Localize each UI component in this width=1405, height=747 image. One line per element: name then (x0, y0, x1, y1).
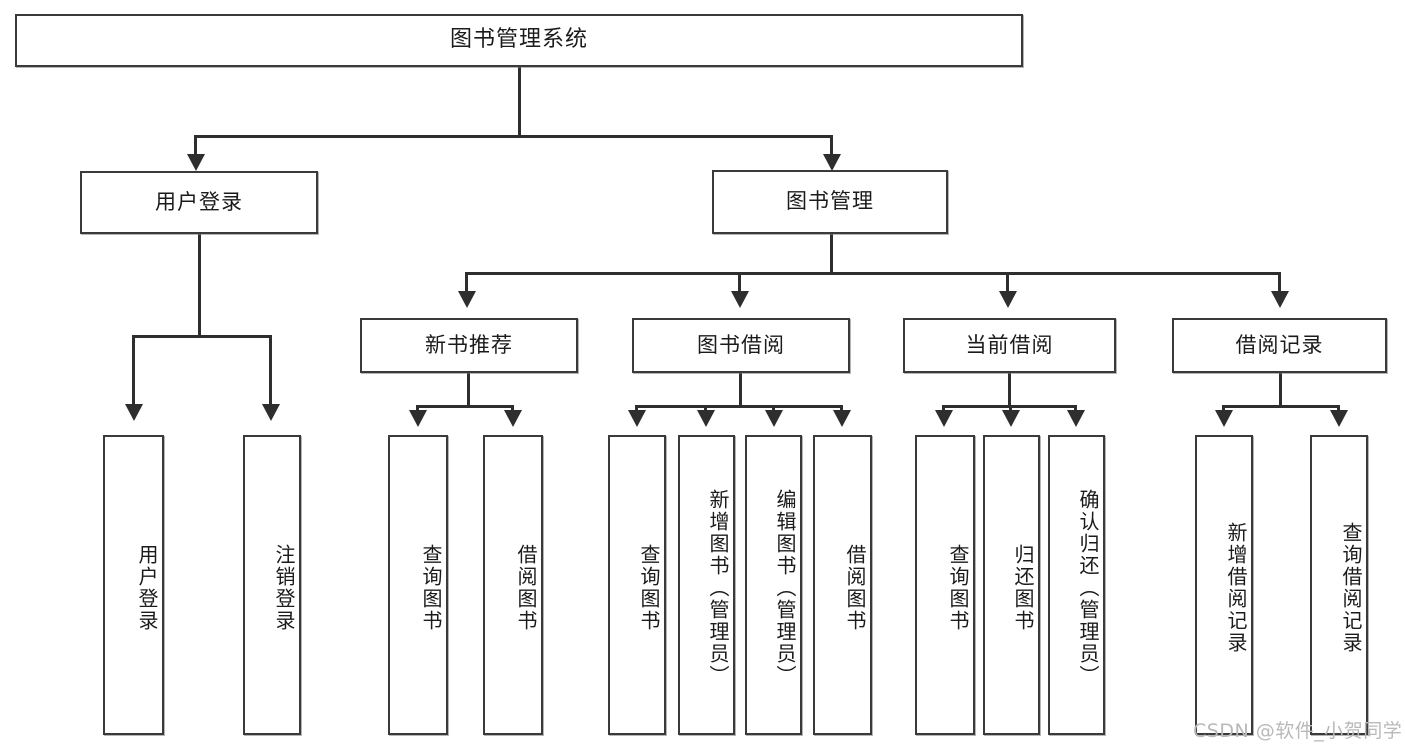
connector-new-book-recommend-stem (467, 373, 470, 407)
arrow-root-to-book-manage (823, 154, 841, 171)
connector-cb-branch-3 (1074, 405, 1077, 412)
leaf-label: 查询图书 (419, 544, 443, 632)
csdn-watermark: CSDN @软件_小贺同学 (1193, 720, 1403, 742)
node-leaf-user-logout[interactable]: 注销登录 (243, 435, 301, 735)
node-leaf-add-record[interactable]: 新增借阅记录 (1195, 435, 1253, 735)
arrow-bb-leaf-1 (628, 410, 646, 427)
connector-book-manage-stem (830, 234, 833, 274)
connector-bb-branch-2 (704, 405, 707, 412)
arrow-bb-leaf-2 (697, 410, 715, 427)
arrow-cb-leaf-2 (1002, 410, 1020, 427)
arrow-bb-leaf-4 (833, 410, 851, 427)
connector-book-manage-branch-1 (465, 272, 468, 294)
node-leaf-borrow-book-1[interactable]: 借阅图书 (483, 435, 543, 735)
connector-book-manage-branch-2 (738, 272, 741, 294)
leaf-label: 借阅图书 (843, 544, 867, 632)
connector-user-login-bus (132, 335, 271, 338)
leaf-label: 查询图书 (637, 544, 661, 632)
connector-cb-branch-2 (1009, 405, 1012, 412)
leaf-label: 查询借阅记录 (1339, 522, 1363, 654)
connector-user-login-stem (198, 234, 201, 335)
node-leaf-return-book[interactable]: 归还图书 (983, 435, 1040, 735)
leaf-label: 编辑图书（管理员） (773, 489, 797, 687)
connector-nbr-branch-2 (511, 405, 514, 412)
node-leaf-edit-book[interactable]: 编辑图书（管理员） (745, 435, 802, 735)
connector-br-branch-2 (1337, 405, 1340, 412)
connector-root-stem (518, 67, 521, 135)
connector-current-borrow-stem (1008, 373, 1011, 407)
connector-root-to-book-manage (830, 135, 833, 160)
leaf-label: 新增图书（管理员） (706, 489, 730, 687)
arrow-book-manage-to-current-borrow (999, 291, 1017, 308)
connector-bb-branch-1 (635, 405, 638, 412)
arrow-root-to-user-login (187, 154, 205, 171)
arrow-cb-leaf-3 (1067, 410, 1085, 427)
connector-bb-branch-4 (840, 405, 843, 412)
connector-user-login-branch-2 (269, 335, 272, 407)
leaf-label: 借阅图书 (514, 544, 538, 632)
connector-cb-branch-1 (942, 405, 945, 412)
leaf-label: 归还图书 (1011, 544, 1035, 632)
connector-book-manage-bus (465, 272, 1281, 275)
connector-root-bus (194, 135, 833, 138)
arrow-br-leaf-1 (1215, 410, 1233, 427)
leaf-label: 确认归还（管理员） (1076, 489, 1100, 687)
leaf-label: 新增借阅记录 (1224, 522, 1248, 654)
arrow-nbr-leaf-1 (409, 410, 427, 427)
node-leaf-confirm-return[interactable]: 确认归还（管理员） (1048, 435, 1105, 735)
arrow-book-manage-to-borrow-record (1271, 291, 1289, 308)
connector-br-branch-1 (1222, 405, 1225, 412)
node-leaf-user-login[interactable]: 用户登录 (103, 435, 164, 735)
node-borrow-record[interactable]: 借阅记录 (1172, 318, 1387, 373)
connector-bb-branch-3 (772, 405, 775, 412)
node-leaf-borrow-book-2[interactable]: 借阅图书 (813, 435, 872, 735)
arrow-nbr-leaf-2 (504, 410, 522, 427)
connector-book-manage-branch-4 (1278, 272, 1281, 294)
arrow-user-login-leaf-2 (262, 404, 280, 421)
connector-borrow-record-stem (1279, 373, 1282, 407)
leaf-label: 用户登录 (135, 544, 159, 632)
connector-book-borrow-stem (739, 373, 742, 407)
connector-new-book-recommend-bus (416, 405, 514, 408)
connector-root-to-user-login (194, 135, 197, 160)
node-book-manage[interactable]: 图书管理 (712, 170, 948, 234)
node-new-book-recommend[interactable]: 新书推荐 (360, 318, 578, 373)
arrow-bb-leaf-3 (765, 410, 783, 427)
node-leaf-query-record[interactable]: 查询借阅记录 (1310, 435, 1368, 735)
connector-borrow-record-bus (1222, 405, 1340, 408)
connector-book-manage-branch-3 (1006, 272, 1009, 294)
arrow-cb-leaf-1 (935, 410, 953, 427)
arrow-user-login-leaf-1 (125, 404, 143, 421)
node-leaf-query-book-2[interactable]: 查询图书 (608, 435, 666, 735)
connector-book-borrow-bus (635, 405, 843, 408)
connector-nbr-branch-1 (416, 405, 419, 412)
arrow-book-manage-to-book-borrow (731, 291, 749, 308)
node-current-borrow[interactable]: 当前借阅 (903, 318, 1116, 373)
node-leaf-add-book[interactable]: 新增图书（管理员） (678, 435, 735, 735)
arrow-br-leaf-2 (1330, 410, 1348, 427)
node-root-system[interactable]: 图书管理系统 (15, 14, 1023, 67)
node-leaf-query-book-1[interactable]: 查询图书 (388, 435, 448, 735)
node-book-borrow[interactable]: 图书借阅 (632, 318, 850, 373)
connector-user-login-branch-1 (132, 335, 135, 407)
node-user-login[interactable]: 用户登录 (80, 171, 318, 234)
leaf-label: 查询图书 (946, 544, 970, 632)
node-leaf-query-book-3[interactable]: 查询图书 (915, 435, 975, 735)
arrow-book-manage-to-new-book-recommend (458, 291, 476, 308)
leaf-label: 注销登录 (272, 544, 296, 632)
